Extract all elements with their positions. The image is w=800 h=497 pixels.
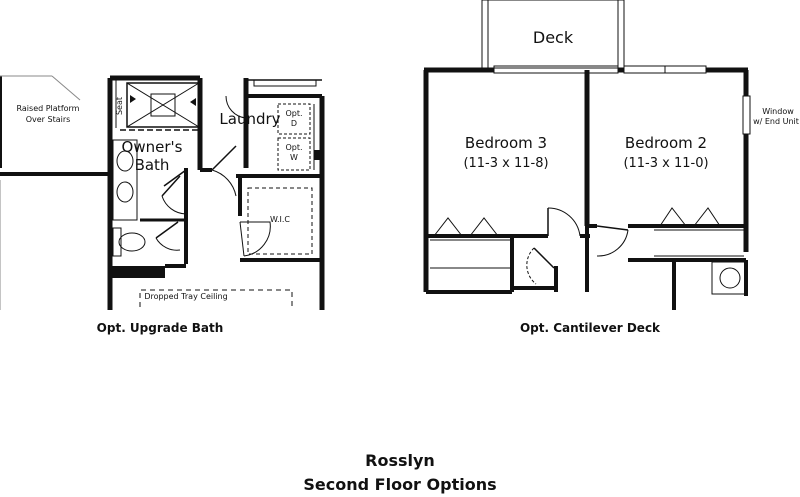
opt-dryer-label-line2: D: [291, 119, 297, 128]
left-plan-labels: Raised Platform Over Stairs Seat Owner's…: [17, 97, 303, 301]
bedroom2-name: Bedroom 2: [625, 134, 707, 152]
opt-dryer-label: Opt.: [285, 109, 302, 118]
bedroom2-size: (11-3 x 11-0): [623, 156, 708, 171]
bedroom3-size: (11-3 x 11-8): [463, 156, 548, 171]
window-note-label: Window: [762, 107, 794, 116]
raised-platform-label: Raised Platform: [17, 104, 80, 113]
cantilever-deck-caption: Opt. Cantilever Deck: [519, 321, 661, 335]
window-note-label-line2: w/ End Unit: [753, 117, 799, 126]
right-plan-labels: Deck Bedroom 3 (11-3 x 11-8) Bedroom 2 (…: [463, 28, 798, 171]
raised-platform-label-line2: Over Stairs: [26, 115, 71, 124]
owners-bath-label: Owner's: [122, 138, 183, 156]
title-block: Rosslyn Second Floor Options: [250, 449, 550, 497]
bedroom3-name: Bedroom 3: [465, 134, 547, 152]
left-floor-plan: [0, 75, 325, 310]
wic-label: W.I.C: [270, 215, 290, 224]
laundry-label: Laundry: [219, 110, 280, 128]
plan-title: Rosslyn: [365, 451, 435, 470]
plan-subtitle: Second Floor Options: [303, 475, 497, 494]
opt-washer-label: Opt.: [285, 143, 302, 152]
dropped-tray-label: Dropped Tray Ceiling: [144, 292, 227, 301]
right-floor-plan: [423, 0, 751, 310]
owners-bath-label-line2: Bath: [135, 156, 170, 174]
opt-washer-label-line2: W: [290, 153, 298, 162]
upgrade-bath-caption: Opt. Upgrade Bath: [96, 321, 224, 335]
seat-label: Seat: [115, 97, 124, 115]
deck-label: Deck: [533, 28, 574, 47]
